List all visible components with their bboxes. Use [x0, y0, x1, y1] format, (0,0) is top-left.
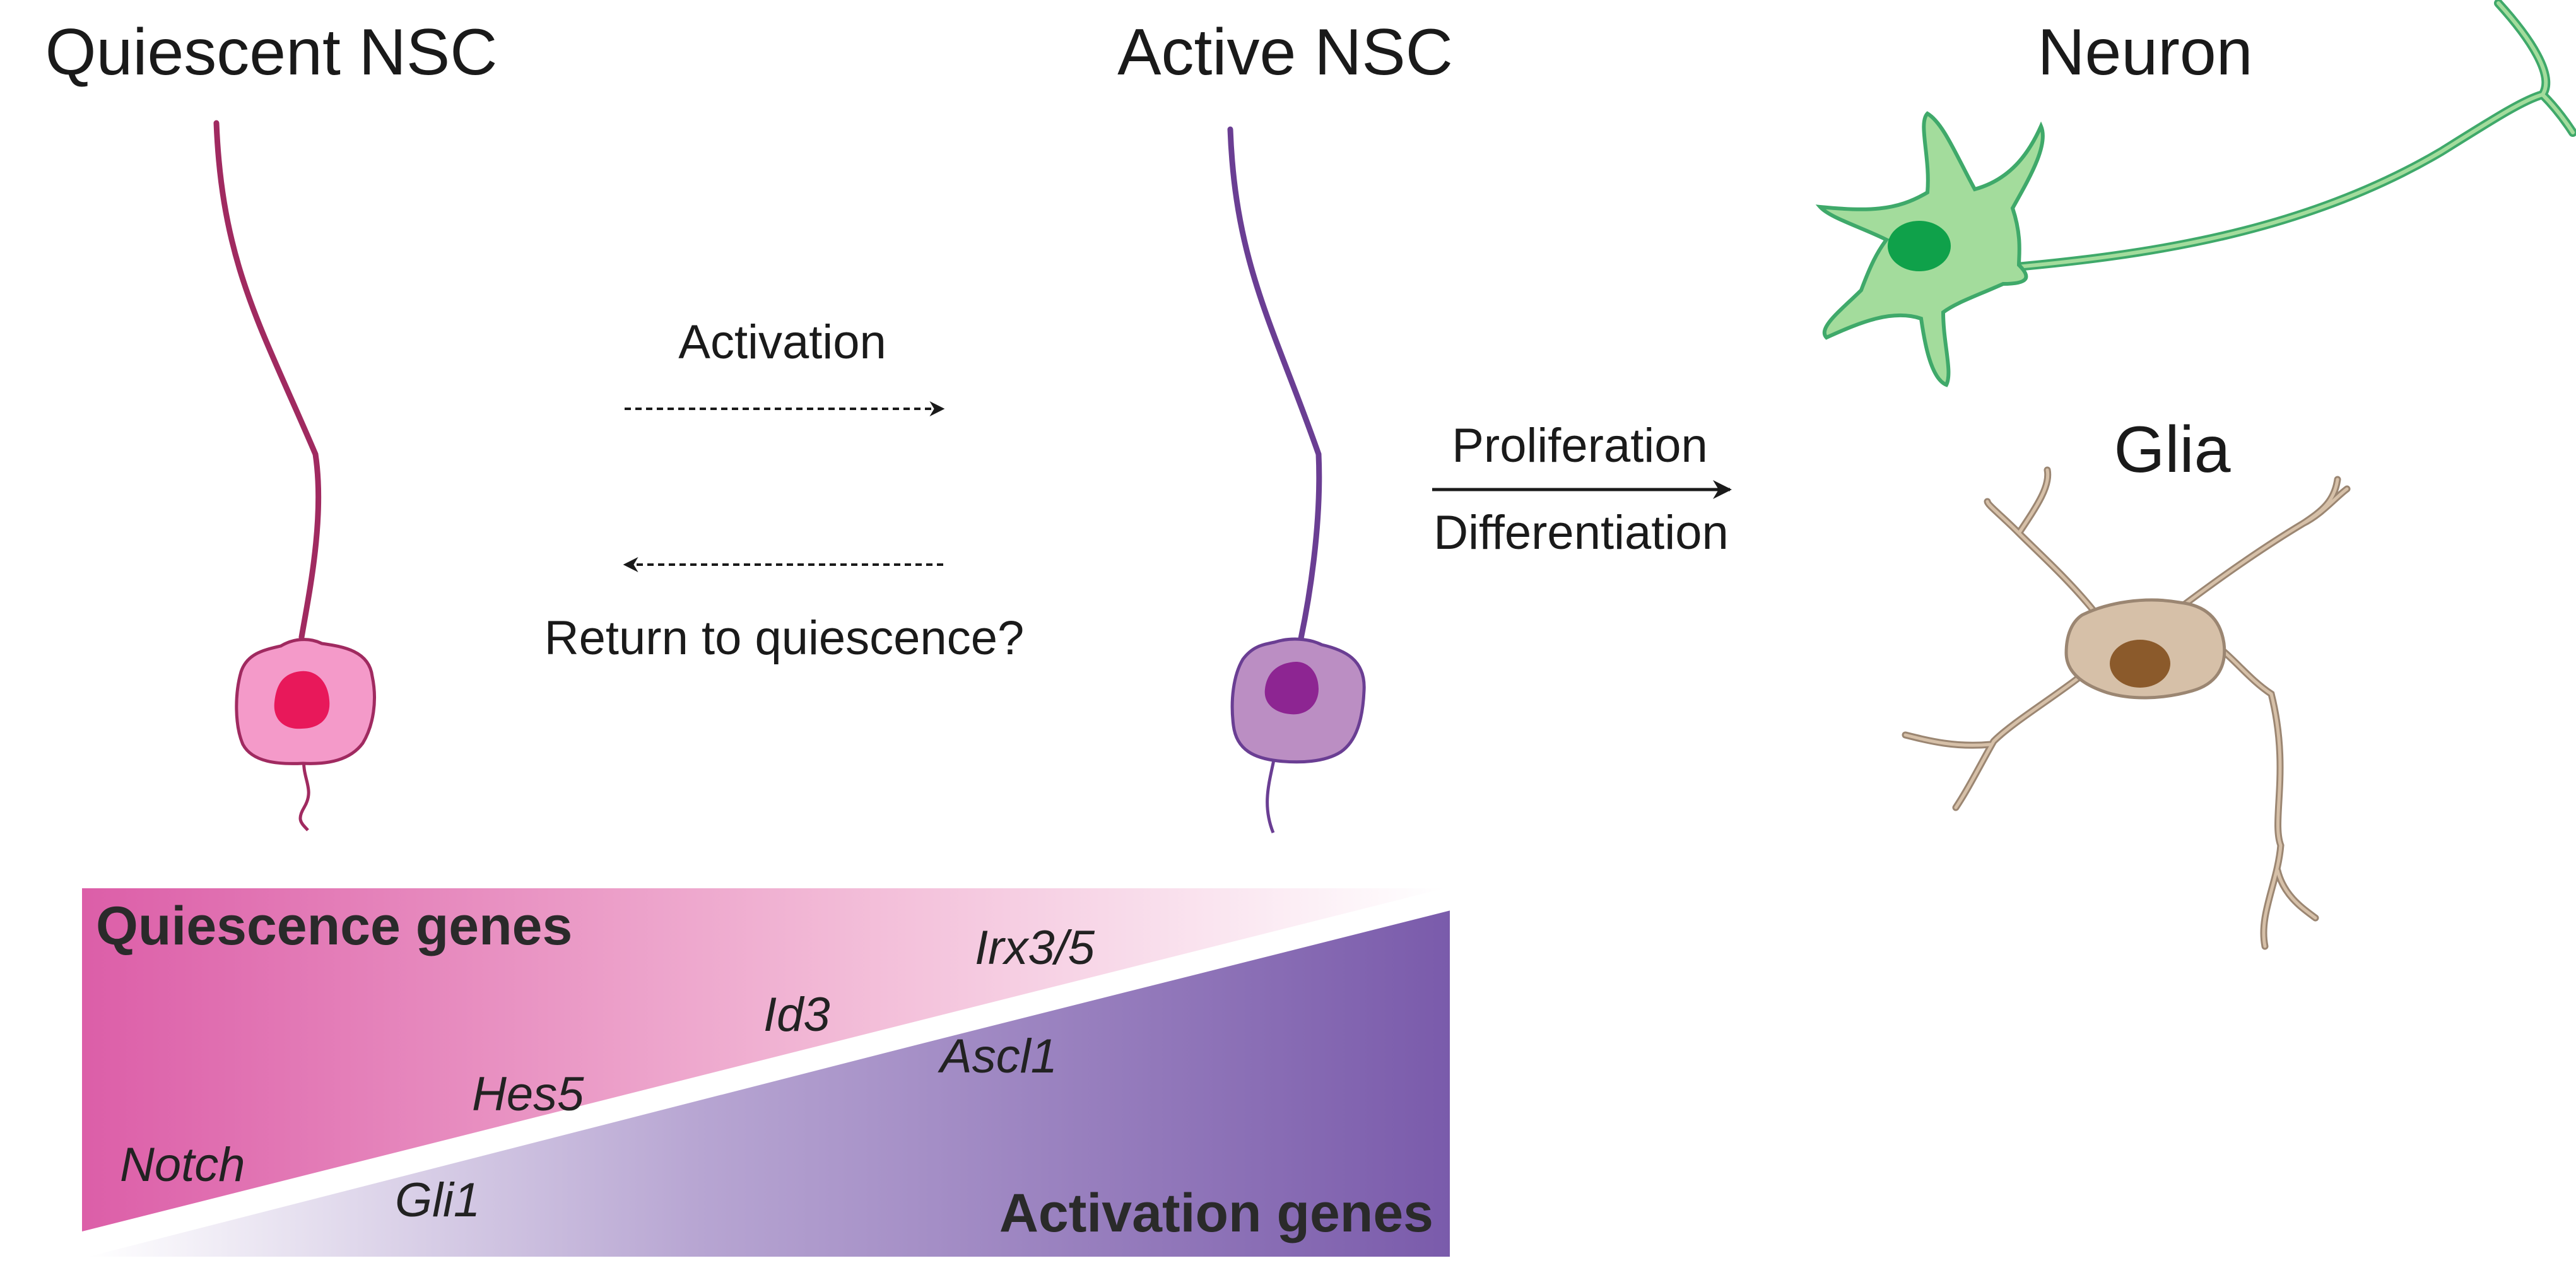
return-to-quiescence-label: Return to quiescence? [544, 611, 1024, 665]
glia-nucleus [2110, 640, 2170, 688]
active-basal-process [1266, 756, 1276, 833]
glia-processes [1902, 466, 2351, 950]
neuron-label: Neuron [2037, 16, 2252, 89]
quiescent-nsc-label: Quiescent NSC [45, 16, 498, 89]
proliferation-label: Proliferation [1452, 419, 1708, 473]
quiescent-nsc-cell [213, 120, 376, 831]
quiescent-nucleus [274, 671, 330, 729]
gene-label: Irx3/5 [975, 921, 1095, 975]
neuron-cell [1815, 0, 2576, 387]
gene-label: Gli1 [395, 1173, 480, 1227]
quiescence-gradient-wedge [82, 888, 1445, 1231]
active-radial-process [1227, 126, 1322, 642]
gene-label: Ascl1 [938, 1030, 1057, 1083]
active-nsc-label: Active NSC [1117, 16, 1453, 89]
gene-label: Notch [120, 1138, 245, 1192]
gene-label: Id3 [763, 988, 830, 1042]
gene-gradient-panel: Quiescence genes Activation genes Notch … [80, 888, 1452, 1257]
glia-label: Glia [2114, 413, 2231, 486]
activation-genes-heading: Activation genes [999, 1183, 1433, 1243]
differentiation-label: Differentiation [1433, 506, 1729, 560]
activation-label: Activation [678, 315, 886, 369]
glia-processes-fill [1903, 468, 2349, 948]
gradient-divider [80, 896, 1452, 1255]
gene-label: Hes5 [472, 1067, 584, 1121]
quiescent-radial-process [213, 120, 322, 640]
quiescent-basal-process [298, 756, 310, 831]
glia-cell [1902, 466, 2351, 950]
quiescence-genes-heading: Quiescence genes [96, 896, 572, 956]
active-nsc-cell [1227, 126, 1366, 833]
neuron-nucleus [1888, 221, 1951, 271]
neuron-axon-fill [2001, 1, 2575, 270]
active-nucleus [1264, 661, 1319, 715]
